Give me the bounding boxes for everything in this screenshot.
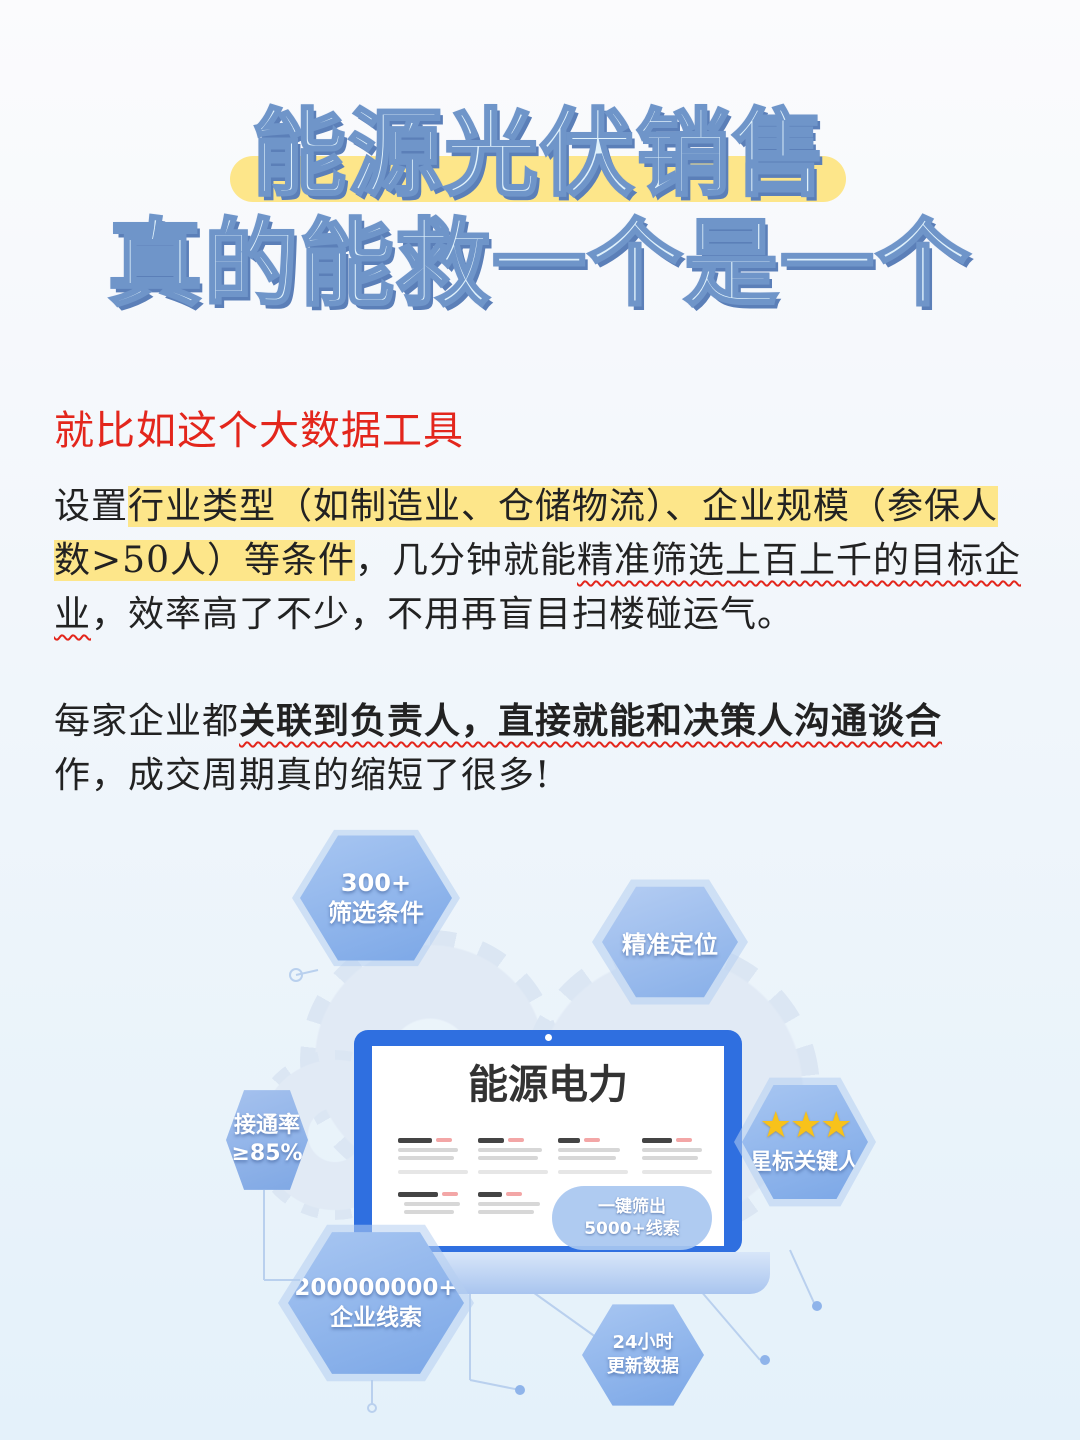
p1-text-a: 设置: [54, 486, 129, 527]
title-line-2: 真的能救一个是一个: [106, 209, 972, 321]
hex-filter-line-2: 筛选条件: [328, 899, 424, 927]
hex-connect-line-2: ≥85%: [231, 1141, 303, 1166]
p2-text-b: 作，成交周期真的缩短了很多!: [54, 755, 551, 796]
hex-star-key-person: ★★★ 星标关键人: [742, 1084, 868, 1200]
hex-connect-rate: 接通率 ≥85%: [226, 1090, 308, 1190]
hex-update-line-2: 更新数据: [607, 1356, 679, 1377]
p1-text-b: ，几分钟就能: [354, 540, 577, 581]
hex-filter-line-1: 300+: [340, 869, 412, 897]
hex-filter-conditions: 300+ 筛选条件: [300, 835, 452, 961]
hex-24h-update: 24小时 更新数据: [582, 1304, 704, 1406]
p1-text-c: ，效率高了不少，不用再盲目扫楼碰运气。: [91, 594, 795, 635]
screen-title: 能源电力: [468, 1062, 628, 1108]
title-highlight: [230, 156, 846, 202]
hex-precise-line-1: 精准定位: [622, 930, 718, 959]
infographic: 能源电力 一键筛出 5000+线索 300+ 筛选条件 精准定位 接通率 ≥85…: [0, 820, 1080, 1440]
hex-leads-line-1: 200000000+: [294, 1275, 458, 1301]
one-click-pill: 一键筛出 5000+线索: [552, 1186, 712, 1250]
p1-wavy: 精准筛选上百上千的目标企业: [54, 540, 1022, 635]
title-line-1: 能源光伏销售: [250, 99, 828, 211]
hex-update-line-1: 24小时: [612, 1332, 674, 1353]
paragraph-1: 设置行业类型（如制造业、仓储物流）、企业规模（参保人数>50人）等条件，几分钟就…: [54, 480, 1034, 642]
subheading: 就比如这个大数据工具: [54, 408, 464, 454]
hex-star-line-1: 星标关键人: [749, 1150, 860, 1175]
p2-wavy: 关联到负责人，直接就能和决策人沟通谈合: [239, 700, 943, 742]
star-icon: ★★★: [759, 1105, 853, 1146]
paragraph-2: 每家企业都关联到负责人，直接就能和决策人沟通谈合作，成交周期真的缩短了很多!: [54, 694, 1034, 803]
pill-line-1: 一键筛出: [598, 1197, 666, 1217]
p2-text-a: 每家企业都: [54, 701, 240, 742]
camera-dot: [545, 1034, 552, 1041]
pill-line-2: 5000+线索: [584, 1219, 680, 1239]
hex-leads-line-2: 企业线索: [330, 1305, 422, 1331]
hex-precise-positioning: 精准定位: [602, 886, 738, 998]
hex-connect-line-1: 接通率: [233, 1113, 300, 1138]
